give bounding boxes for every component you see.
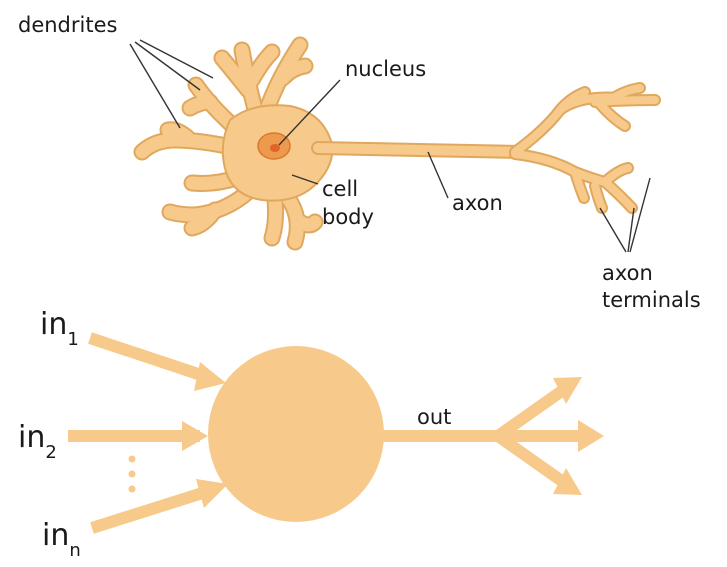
axon-shape [311, 141, 527, 159]
axon-terminals-shape [509, 82, 661, 214]
pointer-cell-body [291, 174, 319, 185]
input-ellipsis [128, 455, 136, 493]
pointer-terminals-3 [599, 207, 627, 253]
label-input-n: inn [42, 518, 81, 561]
label-input-1: in1 [40, 307, 79, 350]
pointer-lines [129, 39, 651, 253]
pointer-axon [427, 151, 449, 199]
artificial-neuron: in1 in2 inn out [18, 307, 604, 561]
label-axon-terminals-line1: axon [602, 261, 653, 285]
output-arrows [380, 377, 604, 495]
label-cell-body-line2: body [322, 205, 374, 229]
input-arrow-n [90, 479, 228, 534]
input-arrow-2 [68, 421, 208, 451]
input-arrow-1 [88, 332, 226, 391]
pointer-terminals-2 [627, 207, 635, 253]
label-dendrites: dendrites [18, 13, 117, 37]
label-input-2: in2 [18, 420, 57, 463]
neuron-circle [208, 346, 384, 522]
biological-neuron: dendrites nucleus cell body axon axon te… [18, 13, 701, 312]
nucleolus-shape [270, 144, 280, 152]
label-nucleus: nucleus [345, 57, 426, 81]
pointer-dendrites-2 [134, 41, 201, 91]
label-cell-body-line1: cell [322, 177, 358, 201]
label-axon: axon [452, 191, 503, 215]
pointer-terminals-1 [629, 177, 651, 253]
pointer-dendrites-3 [129, 43, 181, 129]
pointer-dendrites-1 [139, 39, 214, 79]
label-axon-terminals-line2: terminals [602, 288, 701, 312]
label-output: out [417, 405, 451, 429]
pointer-nucleus [278, 79, 341, 146]
